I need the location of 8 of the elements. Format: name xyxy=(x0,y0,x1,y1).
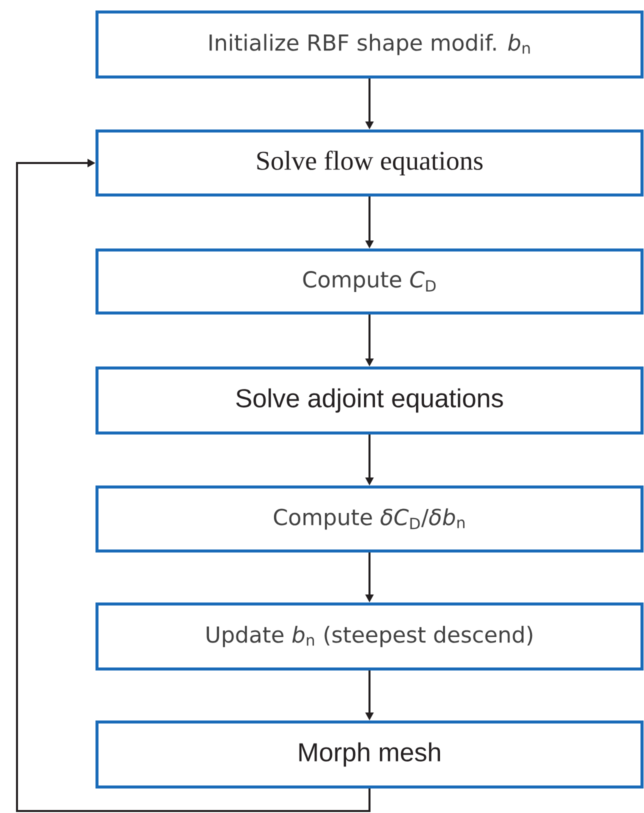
process-box: Solve adjoint equations xyxy=(96,366,644,434)
process-box: Compute δC$_{D}$/δb$_{n}$ xyxy=(96,486,644,552)
process-box: Morph mesh xyxy=(96,720,644,788)
process-box: Compute C$_{D}$ xyxy=(96,248,644,314)
process-box: Update b$_{n}$ (steepest descend) xyxy=(96,602,644,670)
arrow xyxy=(16,158,370,812)
process-box: Solve flow equations xyxy=(96,130,644,196)
process-box: Initialize RBF shape modif. b$_{n}$ xyxy=(96,10,644,78)
